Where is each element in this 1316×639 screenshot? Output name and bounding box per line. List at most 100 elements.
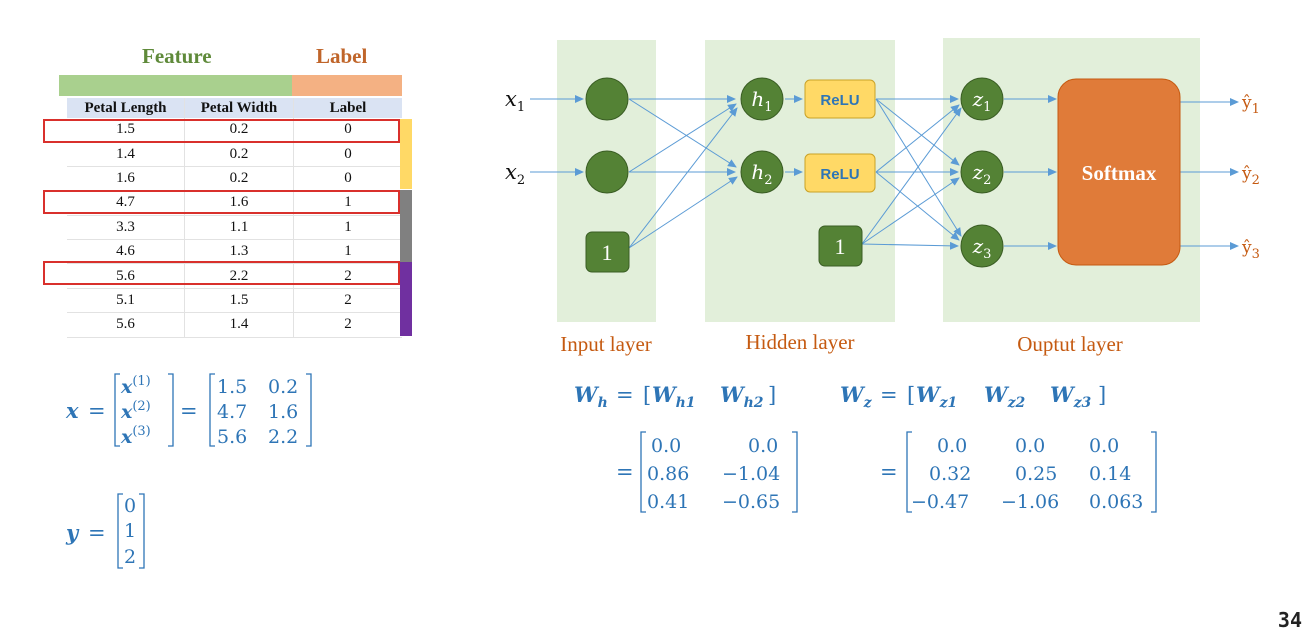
- petal-length-cell: 1.4: [67, 141, 185, 167]
- svg-text:[: [: [907, 383, 915, 407]
- slide-number: 34: [1277, 608, 1302, 632]
- hidden-node-h1: [740, 77, 784, 121]
- x-symbol: x: [65, 398, 79, 423]
- output-node-z1: [960, 77, 1004, 121]
- wz-symbol: Wz: [840, 382, 873, 411]
- wz-r1c1: 0.0: [937, 435, 967, 457]
- petal-width-cell: 0.2: [184, 118, 294, 143]
- svg-text:]: ]: [768, 383, 776, 407]
- input-bias-node: [585, 231, 630, 273]
- svg-text:=: =: [88, 521, 106, 545]
- x3-vector: x(3): [120, 424, 151, 448]
- wz-equation: Wz = [ Wz1 Wz2 Wz3 ] = 0.0 0.0 0.0 0.32 …: [840, 382, 1157, 513]
- wz-r1c2: 0.0: [1015, 435, 1045, 457]
- y-equation: y = 0 1 2: [65, 493, 145, 569]
- wz-r2c1: 0.32: [929, 463, 971, 485]
- wh-r3c2: −0.65: [722, 491, 780, 513]
- petal-width-cell: 1.1: [184, 215, 294, 240]
- svg-text:=: =: [880, 383, 898, 407]
- wz-r3c2: −1.06: [1001, 491, 1059, 513]
- x-matrix-r3c1: 5.6: [217, 426, 247, 448]
- svg-text:=: =: [616, 383, 634, 407]
- hidden-bias-node: [818, 225, 863, 267]
- output-layer-label: Ouptut layer: [1017, 332, 1123, 356]
- highlight-row-1: [43, 119, 400, 143]
- relu-box-1: [804, 79, 876, 119]
- petal-length-cell: 4.7: [67, 190, 185, 216]
- label-cell: 1: [293, 239, 402, 265]
- wz3-symbol: Wz3: [1050, 382, 1092, 411]
- hidden-layer-label: Hidden layer: [745, 330, 854, 354]
- x-equation: x = x(1) x(2) x(3) = 1.5 0.2 4.7 1.6 5.6…: [65, 373, 312, 448]
- wz-r3c3: 0.063: [1089, 491, 1143, 513]
- svg-text:=: =: [616, 460, 634, 484]
- svg-text:=: =: [180, 399, 198, 423]
- column-header-petal-width: Petal Width: [184, 98, 294, 118]
- wh-r3c1: 0.41: [647, 491, 689, 513]
- hidden-bias-label: 1: [835, 234, 846, 259]
- x-matrix-r2c2: 1.6: [268, 401, 298, 423]
- wz-r1c3: 0.0: [1089, 435, 1119, 457]
- y-symbol: y: [65, 520, 80, 545]
- label-cell: 0: [293, 141, 402, 167]
- wh-equation: Wh = [ Wh1 Wh2 ] = 0.0 0.0 0.86 −1.04 0.…: [574, 382, 798, 513]
- prediction-y1: ŷ1: [1241, 93, 1260, 117]
- label-cell: 0: [293, 118, 402, 143]
- x-matrix-r1c2: 0.2: [268, 376, 298, 398]
- petal-width-cell: 1.6: [184, 190, 294, 216]
- relu-label-1: ReLU: [820, 92, 859, 109]
- input-bias-label: 1: [602, 240, 613, 265]
- output-node-z3: [960, 224, 1004, 268]
- feature-header: Feature: [142, 44, 212, 68]
- wh-r2c1: 0.86: [647, 463, 689, 485]
- relu-label-2: ReLU: [820, 166, 859, 183]
- relu-box-2: [804, 153, 876, 193]
- y-value-3: 2: [124, 546, 136, 568]
- label-cell: 1: [293, 190, 402, 216]
- prediction-y3: ŷ3: [1241, 238, 1260, 262]
- hidden-node-h2: [740, 150, 784, 194]
- class-2-color-strip: [400, 262, 412, 336]
- petal-length-cell: 5.6: [67, 312, 185, 338]
- svg-text:]: ]: [1098, 383, 1106, 407]
- input-node-2: [585, 150, 629, 194]
- wz-r2c3: 0.14: [1089, 463, 1131, 485]
- class-1-color-strip: [400, 190, 412, 262]
- feature-color-bar: [59, 75, 292, 96]
- x-matrix-r2c1: 4.7: [217, 401, 247, 423]
- input-x1-label: x1: [505, 87, 525, 115]
- petal-width-cell: 1.5: [184, 288, 294, 314]
- column-header-label: Label: [293, 98, 402, 118]
- highlight-row-7: [43, 261, 400, 285]
- wz2-symbol: Wz2: [984, 382, 1026, 411]
- x2-vector: x(2): [120, 399, 151, 423]
- svg-text:=: =: [88, 399, 106, 423]
- label-cell: 0: [293, 166, 402, 192]
- x1-vector: x(1): [120, 374, 151, 398]
- petal-width-cell: 0.2: [184, 141, 294, 167]
- output-node-z2: [960, 150, 1004, 194]
- petal-length-cell: 1.5: [67, 118, 185, 143]
- label-cell: 2: [293, 312, 402, 338]
- wh2-symbol: Wh2: [720, 382, 764, 411]
- label-color-bar: [292, 75, 402, 96]
- svg-text:[: [: [643, 383, 651, 407]
- petal-length-cell: 3.3: [67, 215, 185, 240]
- label-cell: 2: [293, 288, 402, 314]
- petal-width-cell: 1.4: [184, 312, 294, 338]
- x-matrix-r1c1: 1.5: [217, 376, 247, 398]
- wh1-symbol: Wh1: [652, 382, 696, 411]
- y-value-2: 1: [124, 520, 136, 542]
- svg-text:=: =: [880, 460, 898, 484]
- petal-length-cell: 4.6: [67, 239, 185, 265]
- label-header: Label: [316, 44, 368, 68]
- prediction-y2: ŷ2: [1241, 164, 1260, 188]
- edges: [530, 95, 1239, 250]
- label-cell: 1: [293, 215, 402, 240]
